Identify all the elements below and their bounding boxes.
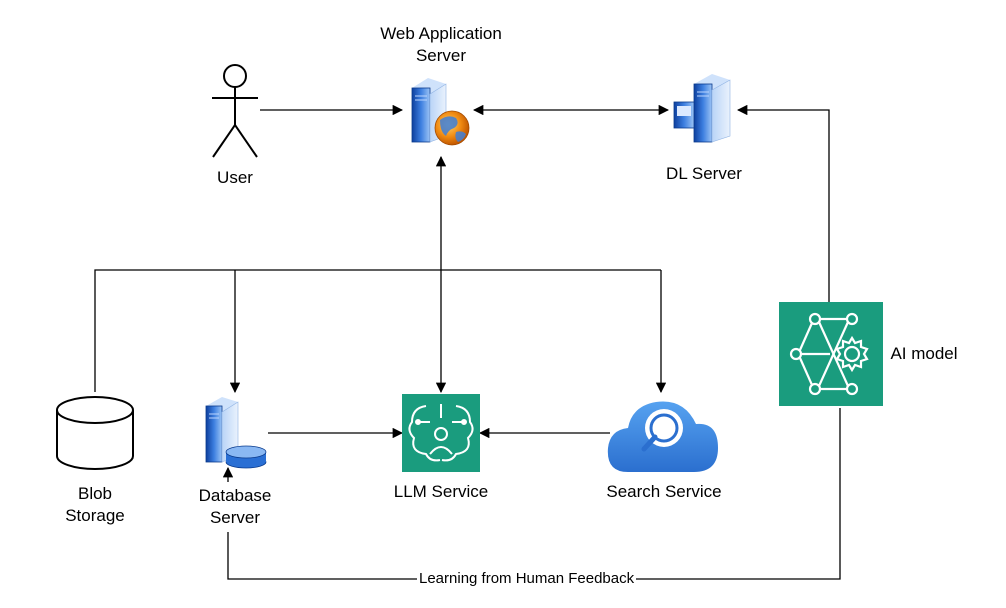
blob-storage-label-line2: Storage (65, 506, 125, 525)
web-app-server-label: Web Application Server (361, 23, 521, 67)
web-app-server-label-line1: Web Application (380, 24, 502, 43)
search-cloud-icon (607, 401, 718, 472)
database-server-icon (205, 397, 267, 469)
ai-model-label: AI model (890, 344, 958, 363)
cylinder-storage-icon (56, 396, 134, 470)
llm-service-label: LLM Service (393, 482, 489, 501)
server-tower-icon (673, 74, 731, 143)
blob-storage-label: Blob Storage (45, 483, 145, 527)
stick-figure-icon (212, 64, 258, 158)
web-server-globe-icon (411, 78, 470, 146)
database-server-label-line1: Database (198, 486, 272, 505)
blob-storage-label-line1: Blob (77, 484, 113, 503)
llm-brain-icon (402, 394, 480, 472)
feedback-edge-label: Learning from Human Feedback (417, 570, 637, 588)
search-service-label: Search Service (606, 482, 722, 501)
edge-aimodel-dlserver (736, 104, 830, 302)
database-server-label: Database Server (175, 485, 295, 529)
edge-blob-bus (94, 269, 661, 392)
neural-network-gear-icon (779, 302, 883, 406)
user-label: User (217, 168, 253, 187)
web-app-server-label-line2: Server (415, 46, 467, 65)
database-server-label-line2: Server (209, 508, 261, 527)
dl-server-label: DL Server (666, 164, 742, 183)
